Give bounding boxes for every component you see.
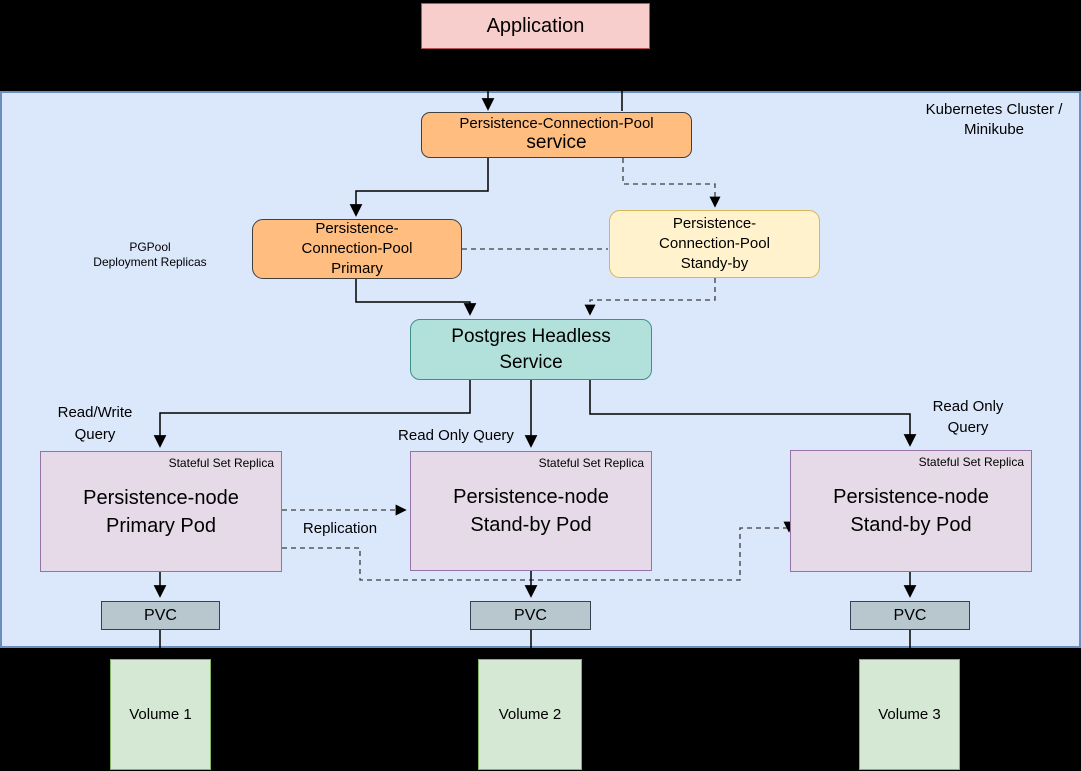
persistence-node-standby-pod-1[interactable]: Stateful Set Replica Persistence-node St… [410, 451, 652, 571]
edge-service-to-primary [349, 158, 489, 217]
cluster-title: Kubernetes Cluster / Minikube [925, 101, 1063, 138]
read-only-query-label-right: Read Only Query [932, 398, 1004, 436]
edge-standby-to-headless [584, 278, 716, 316]
pgpool-deployment-replicas-label: PGPool Deployment Replicas [93, 240, 207, 269]
edge-headless-to-pod3 [589, 380, 917, 447]
read-only-query-label-middle: Read Only Query [398, 427, 514, 444]
volume-node-3[interactable]: Volume 3 [859, 659, 960, 770]
edge-primary-to-headless [355, 279, 477, 316]
edge-service-to-standby [622, 158, 721, 208]
pod-title: Persistence-node Stand-by Pod [453, 486, 609, 536]
volume-label: Volume 2 [498, 706, 562, 723]
replication-label: Replication [302, 520, 378, 537]
stateful-set-replica-badge: Stateful Set Replica [918, 455, 1024, 469]
pool-service-label-line2: service [526, 131, 587, 153]
stateful-set-replica-badge: Stateful Set Replica [168, 456, 274, 470]
pool-service-label-line1: Persistence-Connection-Pool [459, 115, 654, 133]
edge-headless-to-pod1 [153, 380, 471, 448]
pod-title: Persistence-node Stand-by Pod [833, 486, 989, 536]
pvc-label: PVC [514, 606, 547, 624]
pool-standby-node[interactable]: Persistence- Connection-Pool Standy-by [609, 210, 820, 278]
persistence-node-standby-pod-2[interactable]: Stateful Set Replica Persistence-node St… [790, 450, 1032, 572]
read-write-query-label: Read/Write Query [57, 404, 133, 443]
pod-title: Persistence-node Primary Pod [83, 486, 239, 537]
stateful-set-replica-badge: Stateful Set Replica [538, 456, 644, 470]
pool-service-node[interactable]: Persistence-Connection-Pool service [421, 112, 692, 158]
postgres-headless-service-label: Postgres Headless Service [451, 325, 611, 373]
pvc-node-2[interactable]: PVC [470, 601, 591, 630]
pvc-node-3[interactable]: PVC [850, 601, 970, 630]
postgres-headless-service-node[interactable]: Postgres Headless Service [410, 319, 652, 380]
pool-standby-label: Persistence- Connection-Pool Standy-by [659, 215, 770, 272]
pool-primary-node[interactable]: Persistence- Connection-Pool Primary [252, 219, 462, 279]
volume-label: Volume 1 [129, 706, 192, 723]
pvc-node-1[interactable]: PVC [101, 601, 220, 630]
volume-node-1[interactable]: Volume 1 [110, 659, 211, 770]
application-node[interactable]: Application [421, 3, 650, 49]
persistence-node-primary-pod[interactable]: Stateful Set Replica Persistence-node Pr… [40, 451, 282, 572]
edge-replication-pod1-to-pod3 [282, 521, 795, 581]
application-label: Application [486, 14, 585, 37]
volume-label: Volume 3 [878, 706, 941, 723]
pvc-label: PVC [144, 606, 177, 624]
pvc-label: PVC [893, 606, 927, 624]
pool-primary-label: Persistence- Connection-Pool Primary [301, 220, 413, 277]
volume-node-2[interactable]: Volume 2 [478, 659, 582, 770]
